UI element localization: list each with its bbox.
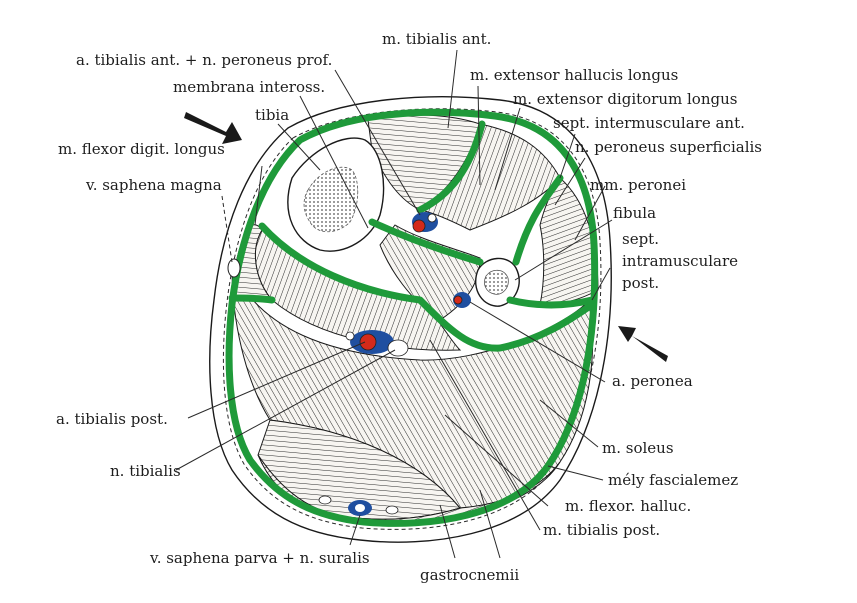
label-soleus: m. soleus — [602, 439, 674, 457]
arrow-right-icon — [618, 326, 668, 362]
label-flexor-digit: m. flexor digit. longus — [58, 140, 225, 158]
skin-outline — [209, 96, 612, 543]
interosseous-membrane — [368, 218, 484, 266]
label-n-tibialis: n. tibialis — [110, 462, 181, 480]
anterior-tibial-vessels — [412, 212, 438, 233]
label-fibula: fibula — [613, 204, 656, 222]
flexor-septum — [228, 294, 276, 304]
label-flexor-halluc: m. flexor. halluc. — [565, 497, 691, 515]
deep-fascia-ring — [225, 108, 599, 527]
small-saphenous-vessels — [318, 495, 399, 516]
label-peroneus-sup: n. peroneus superficialis — [575, 138, 762, 156]
subcutis-line — [222, 108, 602, 530]
label-sept-post-2: intramusculare — [622, 252, 738, 270]
label-sept-post-1: sept. — [622, 230, 659, 248]
tibia-marrow — [303, 166, 359, 233]
label-ext-digitorum: m. extensor digitorum longus — [513, 90, 737, 108]
label-tibialis-ant: m. tibialis ant. — [382, 30, 491, 48]
great-saphenous-vein — [227, 258, 241, 278]
anterior-septum — [416, 120, 486, 214]
label-a-peronea: a. peronea — [612, 372, 693, 390]
posterior-intermuscular-septum — [506, 296, 596, 309]
posterior-tibial-vessels — [345, 330, 409, 357]
peroneal-vessels — [453, 292, 471, 308]
label-saphena-magna: v. saphena magna — [85, 176, 222, 194]
label-tibia: tibia — [255, 106, 289, 124]
label-fascia: mély fascialemez — [608, 471, 738, 489]
label-gastrocnemii: gastrocnemii — [420, 566, 519, 584]
label-sept-post-3: post. — [622, 274, 659, 292]
label-tib-ant-nerve: a. tibialis ant. + n. peroneus prof. — [76, 51, 332, 69]
label-tib-post-artery: a. tibialis post. — [56, 410, 168, 428]
label-sept-ant: sept. intermusculare ant. — [553, 114, 745, 132]
label-ext-hallucis: m. extensor hallucis longus — [470, 66, 678, 84]
label-mm-peronei: mm. peronei — [590, 176, 686, 194]
fibula-marrow — [484, 269, 509, 295]
leader-lines — [175, 49, 613, 559]
transverse-septum — [258, 222, 594, 352]
anterior-intermuscular-septum — [512, 174, 564, 266]
label-tib-post-muscle: m. tibialis post. — [543, 521, 660, 539]
arrow-left-icon — [184, 112, 242, 144]
label-saphena-parva: v. saphena parva + n. suralis — [149, 549, 370, 567]
label-membrana: membrana inteross. — [173, 78, 325, 96]
